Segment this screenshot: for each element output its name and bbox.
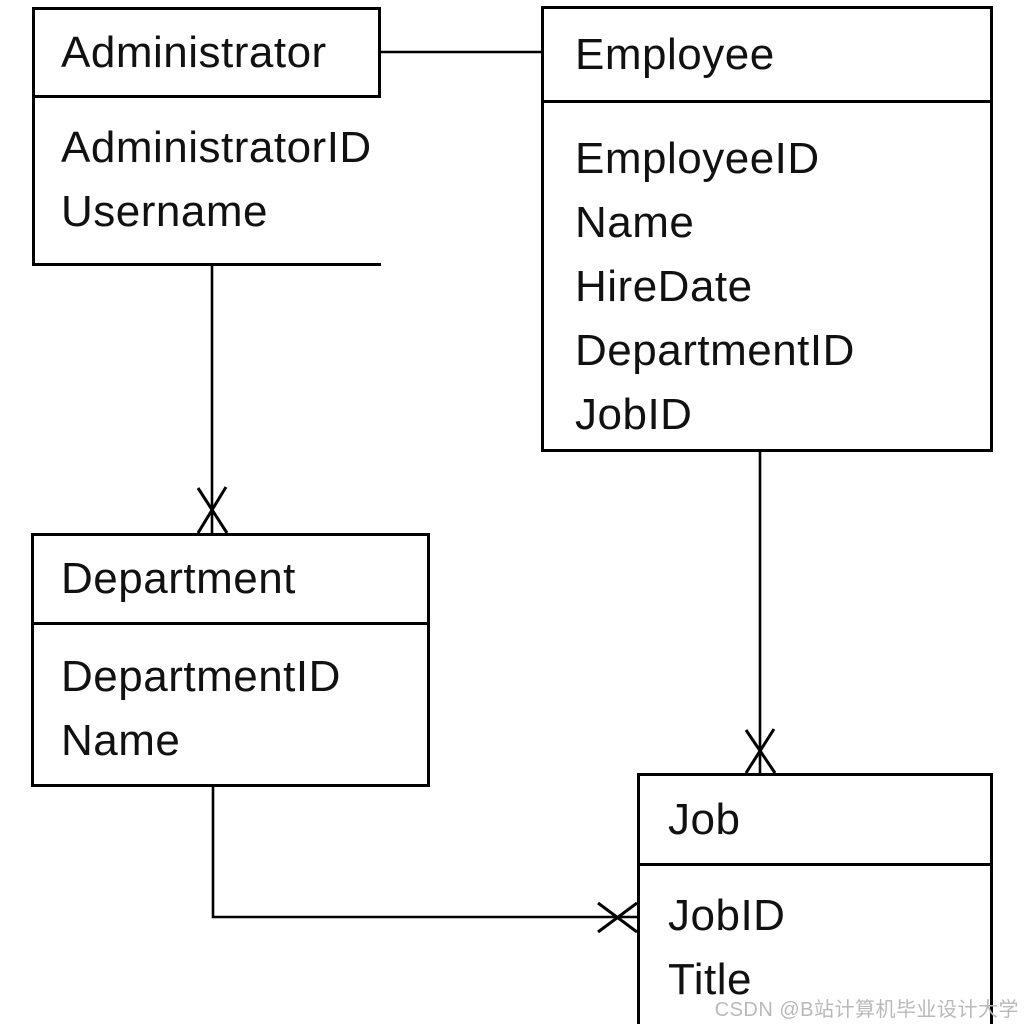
entity-field: JobID [668, 891, 786, 940]
entity-field: EmployeeID [575, 134, 820, 183]
entity-department-fields: DepartmentID Name [31, 622, 430, 787]
entity-title: Job [668, 794, 741, 844]
entity-field: HireDate [575, 262, 753, 311]
entity-administrator-header: Administrator [32, 7, 381, 98]
relationship-administrator-department [196, 266, 229, 534]
entity-title: Department [61, 554, 296, 603]
entity-field: JobID [575, 390, 693, 439]
many-x-marker [744, 728, 777, 774]
entity-department-header: Department [31, 533, 430, 622]
csdn-watermark: CSDN @B站计算机毕业设计大学 [714, 999, 1019, 1021]
entity-title: Employee [575, 29, 775, 79]
entity-field: DepartmentID [575, 326, 855, 375]
entity-field: DepartmentID [61, 652, 341, 701]
entity-field: Title [668, 955, 752, 1004]
many-x-marker [597, 901, 638, 934]
relationship-employee-job [744, 452, 777, 774]
entity-employee: Employee EmployeeID Name HireDate Depart… [541, 6, 993, 452]
entity-field: AdministratorID [61, 123, 372, 172]
entity-job-fields: JobID Title [637, 863, 993, 1024]
entity-field: Name [61, 716, 181, 765]
entity-title: Administrator [61, 27, 327, 77]
many-x-marker [196, 486, 229, 534]
entity-employee-fields: EmployeeID Name HireDate DepartmentID Jo… [541, 100, 993, 452]
entity-field: Name [575, 198, 695, 247]
entity-department: Department DepartmentID Name [31, 533, 430, 787]
entity-administrator: Administrator AdministratorID Username [32, 7, 381, 266]
entity-employee-header: Employee [541, 6, 993, 100]
entity-administrator-fields: AdministratorID Username [32, 98, 381, 266]
entity-job-header: Job [637, 773, 993, 863]
entity-field: Username [61, 187, 268, 236]
entity-job: Job JobID Title [637, 773, 993, 1024]
relationship-department-job [211, 787, 638, 934]
